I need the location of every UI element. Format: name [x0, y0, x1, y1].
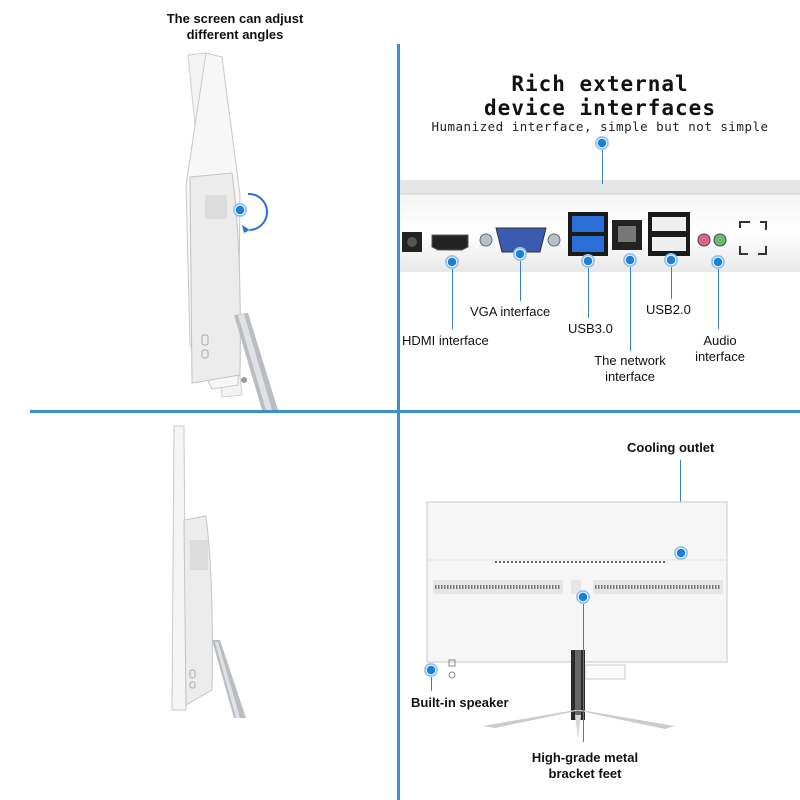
speaker-callout-line	[431, 677, 432, 691]
vertical-divider	[397, 44, 400, 800]
cooling-callout-dot	[674, 546, 688, 560]
usb2-callout-dot	[664, 253, 678, 267]
audio-label: Audio interface	[688, 333, 752, 365]
audio-callout-dot	[711, 255, 725, 269]
hdmi-label: HDMI interface	[402, 333, 489, 348]
panel-callout-line	[602, 150, 603, 184]
audio-callout-line	[718, 269, 719, 329]
network-label-line2: interface	[605, 369, 655, 384]
interfaces-subheading: Humanized interface, simple but not simp…	[431, 119, 769, 134]
hdmi-callout-line	[452, 269, 453, 329]
rear-io-panel-image	[400, 180, 800, 272]
bracket-label: High-grade metal bracket feet	[505, 750, 665, 782]
bracket-callout-line	[583, 604, 584, 742]
vga-label: VGA interface	[470, 304, 551, 319]
vga-callout-dot	[513, 247, 527, 261]
monitor-rear-image	[426, 501, 728, 740]
speaker-callout-dot	[424, 663, 438, 677]
usb3-callout-dot	[581, 254, 595, 268]
bracket-callout-dot	[576, 590, 590, 604]
rotate-arrow-icon	[242, 192, 269, 233]
bracket-label-line1: High-grade metal	[531, 750, 639, 765]
angle-label-line1: The screen can adjust	[166, 11, 304, 26]
bracket-label-line2: bracket feet	[548, 766, 622, 781]
hdmi-callout-dot	[445, 255, 459, 269]
network-label: The network interface	[580, 353, 680, 385]
speaker-label: Built-in speaker	[411, 695, 509, 710]
monitor-side-tilted-image	[185, 52, 278, 410]
network-label-line1: The network	[594, 353, 666, 368]
interfaces-heading: Rich external device interfaces	[400, 72, 800, 120]
usb3-label: USB3.0	[568, 321, 613, 336]
network-callout-line	[630, 267, 631, 351]
vga-callout-line	[520, 261, 521, 301]
angle-label: The screen can adjust different angles	[140, 11, 330, 43]
usb2-label: USB2.0	[646, 302, 691, 317]
rotate-callout-dot	[233, 203, 247, 217]
usb2-callout-line	[671, 267, 672, 299]
cooling-label: Cooling outlet	[627, 440, 715, 455]
heading-line2: device interfaces	[484, 96, 716, 120]
monitor-side-upright-image	[171, 425, 246, 718]
angle-label-line2: different angles	[186, 27, 284, 42]
panel-callout-dot	[595, 136, 609, 150]
network-callout-dot	[623, 253, 637, 267]
audio-label-line2: interface	[695, 349, 745, 364]
audio-label-line1: Audio	[703, 333, 737, 348]
horizontal-divider	[30, 410, 800, 413]
heading-line1: Rich external	[511, 72, 689, 96]
usb3-callout-line	[588, 268, 589, 318]
